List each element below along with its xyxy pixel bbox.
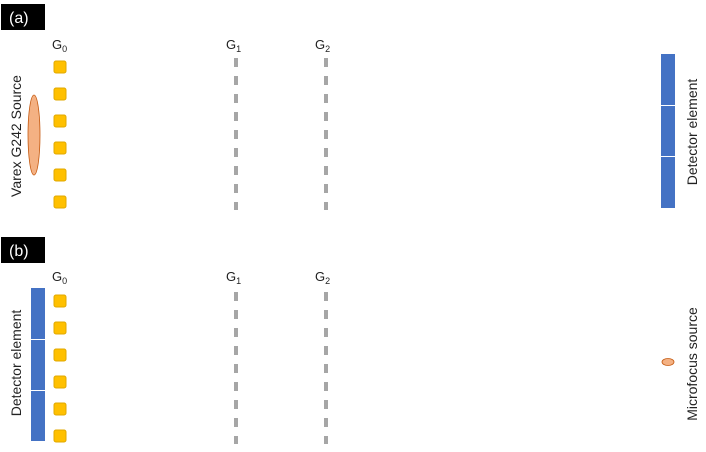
panel-a-g0-grating	[53, 60, 67, 209]
panel-b-g0-element	[53, 294, 67, 308]
panel-a-g1-label: G1	[226, 37, 241, 54]
panel-a-tag: (a)	[9, 10, 29, 27]
panel-a-g0-element	[53, 114, 67, 128]
panel-a-g0-element	[53, 60, 67, 74]
panel-a-g0-sub: 0	[62, 44, 67, 54]
panel-a-detector-element	[661, 54, 675, 105]
panel-b-g0-label: G0	[52, 269, 67, 286]
panel-b-g0-element	[53, 321, 67, 335]
panel-a-g2-base: G	[315, 37, 325, 52]
panel-a-detector-element	[661, 106, 675, 156]
panel-b-source	[661, 358, 675, 366]
panel-a-g0-base: G	[52, 37, 62, 52]
panel-b-g1-base: G	[226, 269, 236, 284]
panel-b-g0-element	[53, 375, 67, 389]
panel-b-g0-grating	[53, 294, 67, 443]
panel-a-g0-label: G0	[52, 37, 67, 54]
panel-a-source	[27, 94, 41, 176]
panel-a-tag-background	[1, 4, 45, 30]
panel-a-detector-label: Detector element	[684, 79, 700, 186]
panel-b-g2-sub: 2	[325, 276, 330, 286]
panel-b: (b) G0 G1 G2 Detector element Microfocus…	[1, 237, 700, 444]
panel-b-detector-element	[31, 340, 45, 390]
panel-b-source-label: Microfocus source	[684, 307, 700, 421]
panel-b-tag: (b)	[9, 243, 29, 260]
panel-a-g0-element	[53, 195, 67, 209]
panel-a-g1-base: G	[226, 37, 236, 52]
panel-b-tag-background	[1, 237, 45, 263]
panel-b-g0-sub: 0	[62, 276, 67, 286]
panel-b-g2-label: G2	[315, 269, 330, 286]
panel-b-g0-element	[53, 348, 67, 362]
panel-a-g0-element	[53, 141, 67, 155]
panel-b-detector-label: Detector element	[8, 310, 24, 417]
panel-a-g2-label: G2	[315, 37, 330, 54]
panel-a-source-label: Varex G242 Source	[8, 75, 24, 197]
panel-a: (a) G0 G1 G2 Varex G242 Source Detector …	[1, 4, 700, 210]
panel-b-g0-base: G	[52, 269, 62, 284]
panel-a-g1-sub: 1	[236, 44, 241, 54]
panel-b-g0-element	[53, 402, 67, 416]
panel-b-g0-element	[53, 429, 67, 443]
panel-b-detector	[31, 288, 45, 441]
panel-a-g2-sub: 2	[325, 44, 330, 54]
panel-a-g0-element	[53, 168, 67, 182]
panel-b-g1-sub: 1	[236, 276, 241, 286]
panel-a-detector-element	[661, 157, 675, 208]
panel-b-g2-base: G	[315, 269, 325, 284]
panel-a-g0-element	[53, 87, 67, 101]
panel-b-g1-label: G1	[226, 269, 241, 286]
panel-b-detector-element	[31, 288, 45, 339]
panel-b-detector-element	[31, 391, 45, 441]
panel-a-detector	[661, 54, 675, 208]
